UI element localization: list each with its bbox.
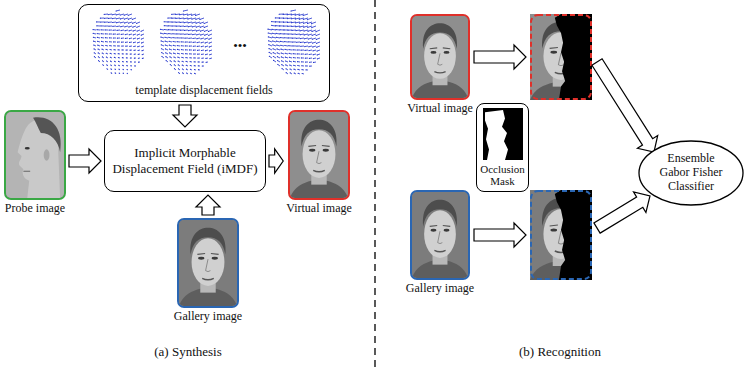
panel-caption: (a) Synthesis (154, 344, 222, 360)
face-drawing (412, 16, 468, 98)
divider-line (374, 0, 375, 371)
face-illustration (530, 14, 592, 100)
face-photo (288, 110, 350, 200)
block-arrow (69, 149, 101, 173)
face-drawing (412, 192, 468, 278)
face-drawing (179, 220, 237, 306)
face-illustration (530, 190, 592, 280)
classifier-ellipse: Ensemble Gabor Fisher Classifier (638, 140, 744, 206)
occluded-region (555, 190, 592, 280)
block-arrow (474, 45, 526, 69)
face-photo (177, 218, 239, 308)
occluded-region (555, 14, 592, 100)
dashed-frame (531, 15, 591, 99)
block-arrow (196, 195, 220, 215)
face-drawing (290, 112, 348, 198)
process-box: Implicit Morphable Displacement Field (i… (104, 130, 266, 192)
displacement-field (160, 10, 212, 74)
block-arrow (173, 105, 197, 127)
mask-image (483, 108, 523, 160)
face-drawing (530, 14, 592, 100)
virtual-image: Virtual image (407, 14, 473, 116)
virtual-image: Virtual image (286, 110, 352, 216)
face-photo (410, 190, 470, 280)
gallery-image: Gallery image (174, 218, 242, 324)
template-panel: template displacement fields (78, 4, 330, 102)
node-label: Gallery image (406, 282, 474, 296)
block-arrow (594, 192, 650, 233)
gallery-image: Gallery image (406, 190, 474, 296)
face-drawing (530, 190, 592, 280)
face-drawing (6, 112, 64, 198)
face-illustration (179, 220, 237, 306)
occlusion-mask: Occlusion Mask (476, 103, 529, 192)
panel-caption: (b) Recognition (519, 344, 601, 360)
masked-face (530, 14, 592, 100)
face-illustration (412, 16, 468, 98)
face-illustration (412, 192, 468, 278)
node-label: Ensemble Gabor Fisher Classifier (654, 152, 728, 193)
node-label: template displacement fields (135, 83, 272, 97)
dashed-frame (531, 191, 591, 279)
block-arrow (592, 59, 658, 152)
probe-image: Probe image (4, 110, 66, 216)
node-label: Gallery image (174, 310, 242, 324)
displacement-field (92, 10, 144, 74)
face-photo (4, 110, 66, 200)
node-label: Occlusion Mask (479, 163, 526, 187)
face-photo (410, 14, 470, 100)
masked-face (530, 190, 592, 280)
block-arrow (269, 149, 283, 173)
node-label: Implicit Morphable Displacement Field (i… (112, 145, 258, 176)
node-label: Virtual image (407, 102, 473, 116)
block-arrow (474, 223, 526, 247)
node-label: Virtual image (286, 202, 352, 216)
node-label: Probe image (5, 202, 65, 216)
ellipsis-mark: ••• (233, 38, 247, 54)
displacement-field (267, 10, 320, 74)
face-illustration (6, 112, 64, 198)
face-illustration (290, 112, 348, 198)
